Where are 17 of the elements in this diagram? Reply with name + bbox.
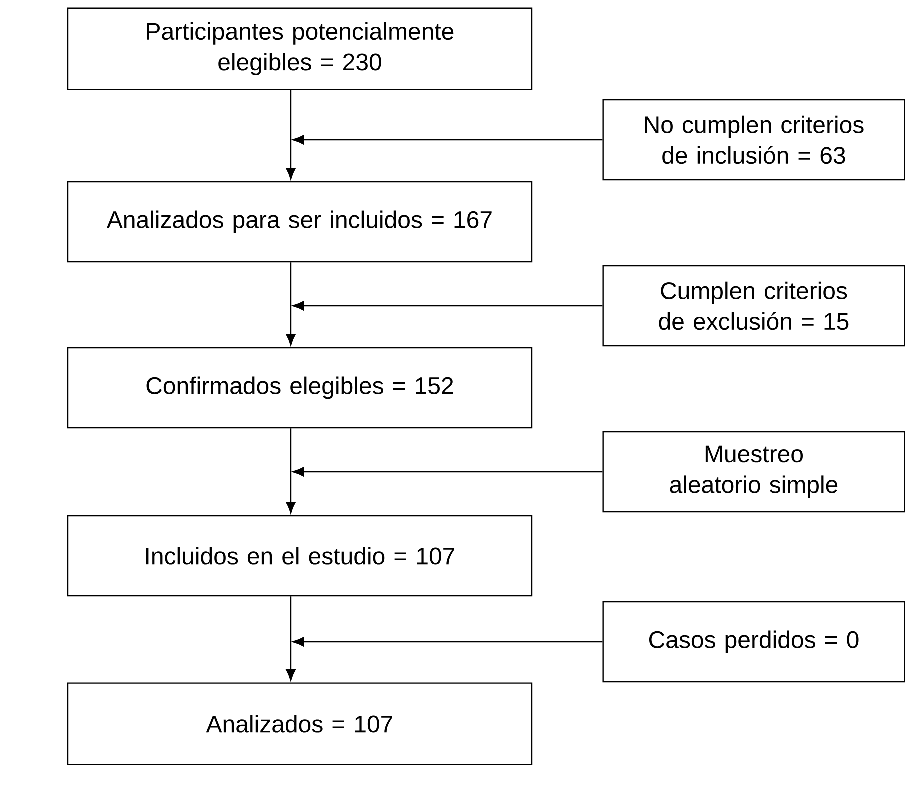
exclusion-box: Muestreo aleatorio simple xyxy=(602,431,906,513)
arrow xyxy=(286,428,296,514)
arrow xyxy=(292,637,603,647)
arrow xyxy=(292,301,603,311)
arrow xyxy=(292,467,603,477)
process-box: Analizados = 107 xyxy=(67,682,533,766)
process-box: Participantes potencialmente elegibles = 230 xyxy=(67,8,533,90)
process-box: Incluidos en el estudio = 107 xyxy=(67,515,533,597)
arrow xyxy=(286,262,296,346)
process-box: Analizados para ser incluidos = 167 xyxy=(67,181,533,263)
arrow xyxy=(292,135,603,145)
exclusion-box: Cumplen criterios de exclusión = 15 xyxy=(602,265,906,347)
exclusion-box: No cumplen criterios de inclusión = 63 xyxy=(602,99,906,181)
exclusion-box: Casos perdidos = 0 xyxy=(602,601,906,683)
process-box: Confirmados elegibles = 152 xyxy=(67,347,533,429)
arrow xyxy=(286,596,296,681)
arrow xyxy=(286,90,296,180)
